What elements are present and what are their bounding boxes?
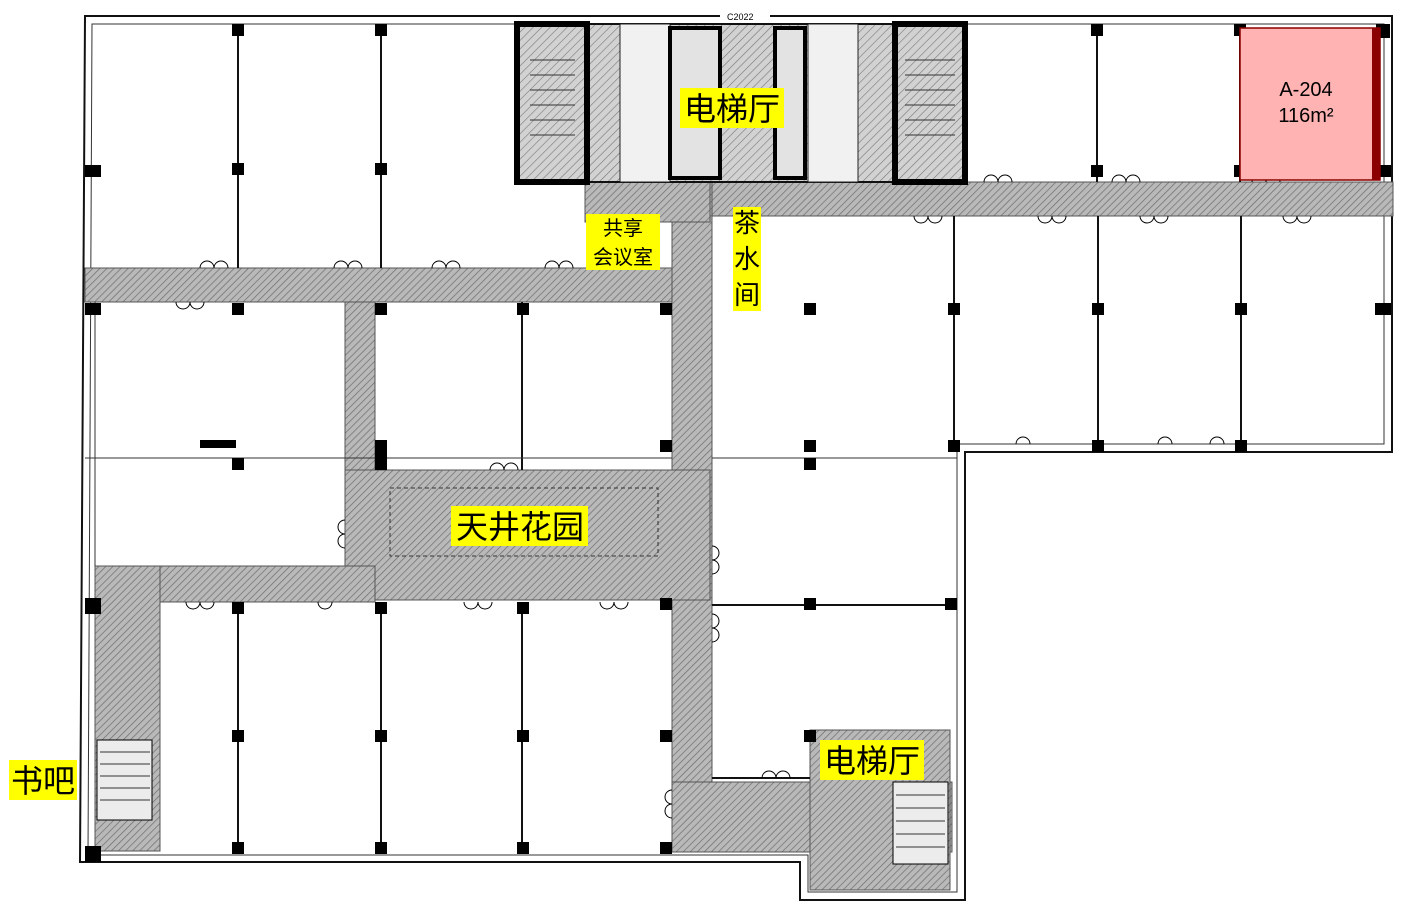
building-outline — [78, 9, 1393, 901]
corridor-east-horizontal — [704, 181, 1394, 217]
shared-meeting-room-line1: 共享 — [603, 217, 643, 240]
unit-a-204[interactable]: A-204 116m² — [1239, 27, 1381, 181]
label-book-bar: 书吧 — [9, 760, 77, 800]
label-tea-room: 茶 水 间 — [733, 207, 761, 311]
atrium-garden-text: 天井花园 — [456, 509, 584, 545]
unit-a-204-area: 116m² — [1278, 105, 1334, 127]
west-stair — [96, 739, 153, 821]
columns — [85, 24, 1391, 862]
drawing-code: C2022 — [727, 12, 754, 22]
atrium-garden-area — [389, 487, 659, 557]
partition-walls — [237, 24, 1242, 852]
tea-room-char1: 茶 — [734, 208, 760, 238]
unit-a-204-name: A-204 — [1279, 79, 1332, 101]
label-elevator-hall-top: 电梯厅 — [680, 88, 784, 128]
corridors — [84, 181, 1394, 891]
label-atrium-garden: 天井花园 — [451, 506, 588, 546]
label-elevator-hall-bottom: 电梯厅 — [820, 740, 924, 780]
elevator-hall-bottom-text: 电梯厅 — [824, 743, 920, 779]
corridor-west-horizontal — [84, 267, 706, 303]
tea-room-char2: 水 — [734, 244, 760, 274]
unit-a-204-fill[interactable] — [1239, 27, 1381, 181]
tea-room-char3: 间 — [734, 280, 760, 310]
elevator-hall-top-text: 电梯厅 — [684, 91, 780, 127]
southeast-stair — [892, 781, 949, 865]
shared-meeting-room-line2: 会议室 — [593, 246, 653, 269]
label-shared-meeting-room: 共享 会议室 — [586, 214, 660, 270]
book-bar-text: 书吧 — [11, 763, 75, 799]
